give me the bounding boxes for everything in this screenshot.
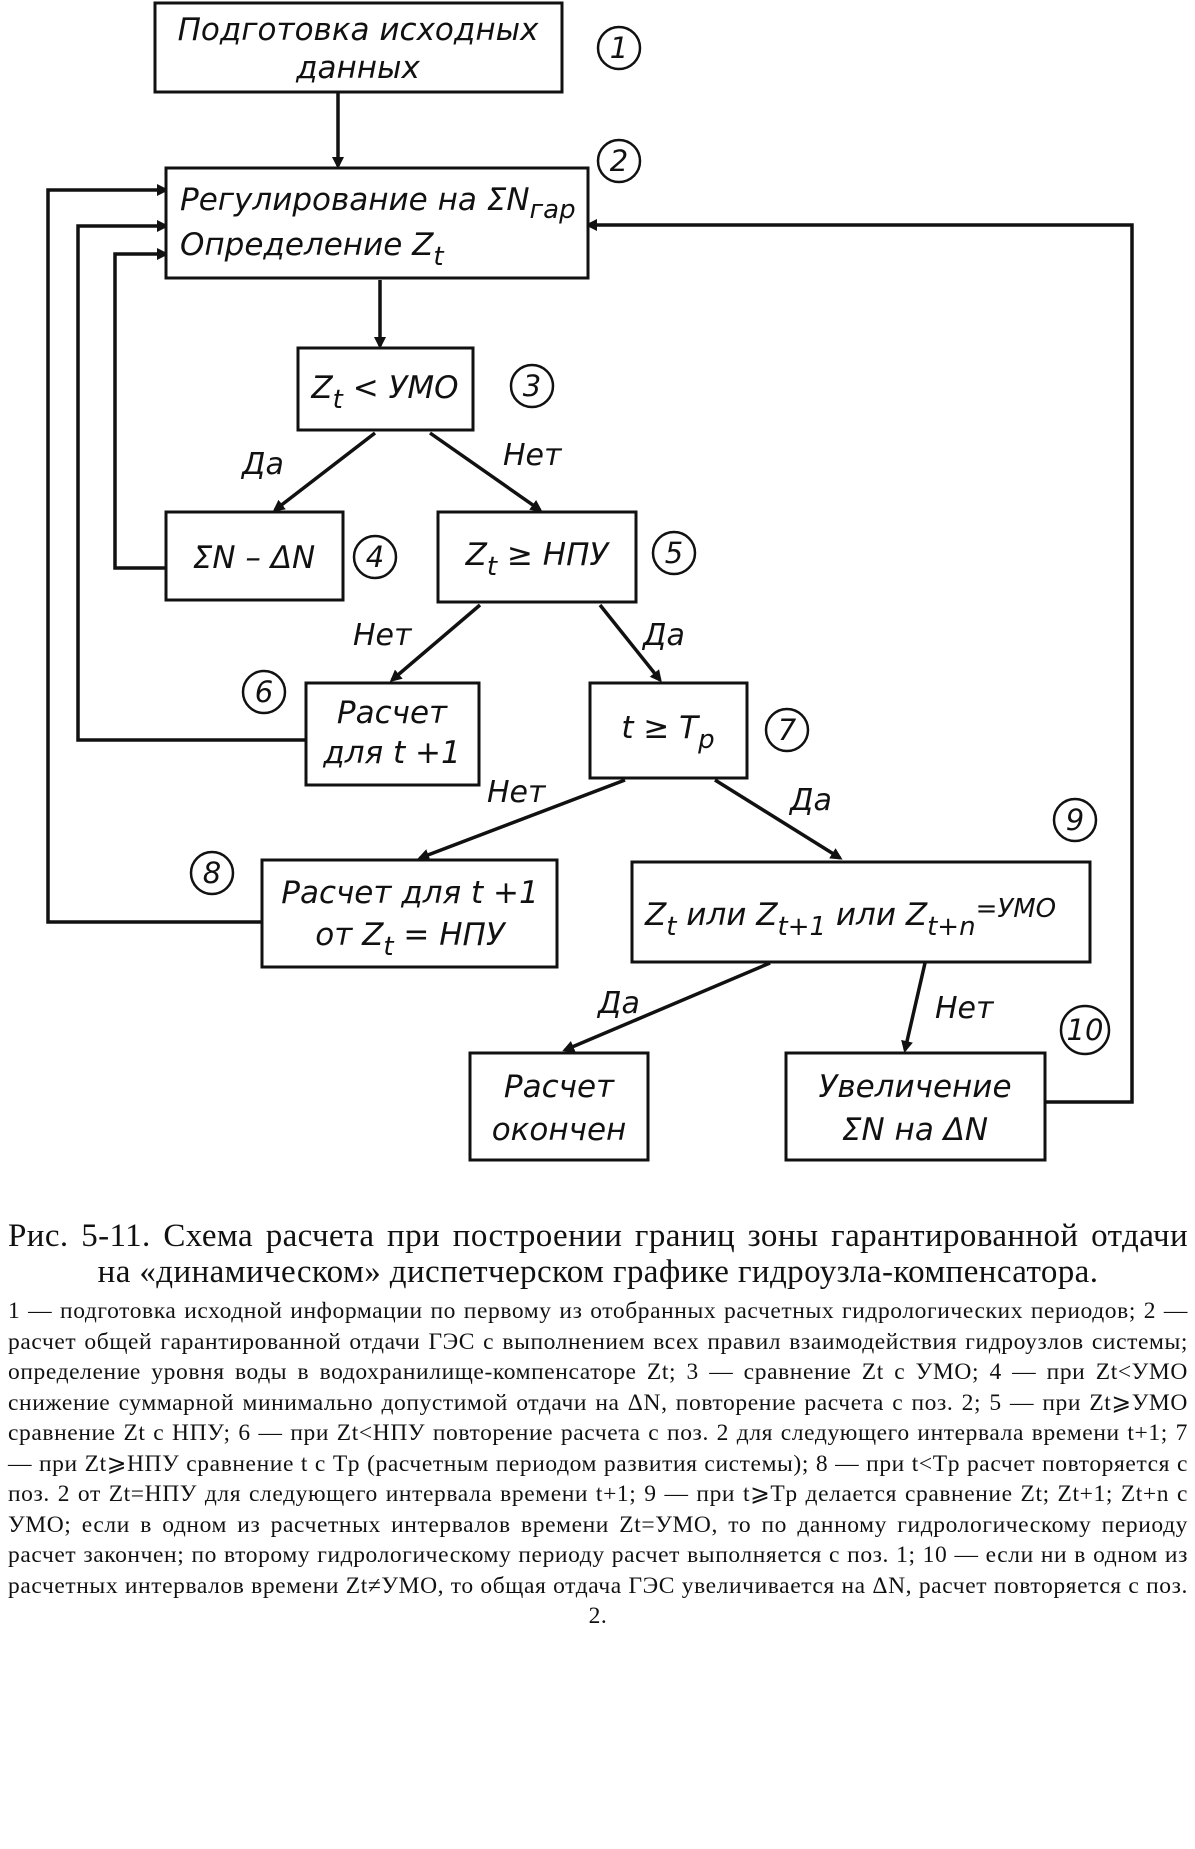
- svg-text:Расчет: Расчет: [337, 695, 448, 731]
- step-number-8: 8: [189, 850, 235, 896]
- node-compare-tp: t ≥ Tp: [588, 681, 749, 780]
- label-yes: Да: [641, 618, 685, 653]
- step-number-7: 7: [764, 707, 810, 753]
- svg-text:Подготовка исходных: Подготовка исходных: [178, 12, 540, 48]
- edge-5-6: [389, 603, 482, 682]
- edge-4-loop: [113, 248, 169, 570]
- svg-text:8: 8: [203, 856, 221, 890]
- node-regulation: Регулирование на ΣNгар Определение Zt: [164, 166, 590, 280]
- edge-3-4: [272, 431, 377, 512]
- svg-text:ΣN на ΔN: ΣN на ΔN: [842, 1112, 988, 1148]
- step-number-5: 5: [651, 530, 697, 576]
- step-number-2: 2: [596, 138, 642, 184]
- svg-text:Zt ≥ НПУ: Zt ≥ НПУ: [465, 537, 611, 582]
- edge-3-5: [428, 431, 543, 512]
- svg-text:Определение Zt: Определение Zt: [180, 227, 444, 272]
- step-number-9: 9: [1052, 797, 1098, 843]
- svg-text:для t +1: для t +1: [322, 735, 460, 771]
- svg-text:t ≥ Tp: t ≥ Tp: [621, 710, 714, 755]
- svg-text:Zt < УМО: Zt < УМО: [310, 370, 458, 415]
- flowchart: Да Нет Нет Да Нет Да Да Нет Подготовка и…: [46, 1, 1134, 1162]
- svg-text:от Zt = НПУ: от Zt = НПУ: [315, 917, 507, 962]
- svg-text:5: 5: [665, 536, 683, 570]
- svg-text:7: 7: [778, 713, 797, 747]
- edge-8-loop: [46, 184, 262, 924]
- figure-caption: Рис. 5-11. Схема расчета при построении …: [8, 1218, 1188, 1632]
- edge-9-end: [562, 961, 771, 1053]
- svg-text:Увеличение: Увеличение: [818, 1069, 1011, 1105]
- label-yes: Да: [596, 986, 640, 1021]
- edge-5-7: [598, 603, 662, 683]
- edge-7-9: [714, 778, 843, 860]
- svg-text:Расчет для t +1: Расчет для t +1: [281, 875, 539, 911]
- svg-text:3: 3: [523, 369, 541, 403]
- node-compare-npu: Zt ≥ НПУ: [436, 510, 638, 604]
- svg-text:данных: данных: [295, 50, 420, 86]
- step-number-4: 4: [352, 534, 398, 580]
- label-no: Нет: [487, 775, 547, 810]
- edge-labels: Да Нет Нет Да Нет Да Да Нет: [240, 438, 995, 1026]
- step-number-3: 3: [509, 363, 555, 409]
- edge-9-10: [901, 962, 927, 1053]
- connectors: [46, 92, 1134, 1104]
- node-calc-finished: Расчет окончен: [468, 1051, 650, 1162]
- svg-text:Регулирование на ΣNгар: Регулирование на ΣNгар: [180, 182, 576, 225]
- caption-title: Рис. 5-11. Схема расчета при построении …: [8, 1218, 1188, 1290]
- node-compare-all-umo: Zt или Zt+1 или Zt+n=УМО: [630, 860, 1092, 964]
- edge-10-loop: [585, 219, 1134, 1104]
- svg-text:4: 4: [366, 540, 384, 574]
- svg-text:10: 10: [1067, 1013, 1104, 1047]
- label-yes: Да: [240, 447, 284, 482]
- step-number-1: 1: [596, 25, 642, 71]
- edge-7-8: [417, 778, 626, 861]
- node-calc-next: Расчет для t +1: [304, 681, 481, 787]
- label-no: Нет: [353, 618, 413, 653]
- node-compare-umo: Zt < УМО: [296, 346, 475, 432]
- svg-text:Расчет: Расчет: [504, 1069, 615, 1105]
- svg-text:ΣN – ΔN: ΣN – ΔN: [193, 540, 315, 576]
- label-no: Нет: [935, 991, 995, 1026]
- svg-text:9: 9: [1066, 803, 1084, 837]
- node-increase-n: Увеличение ΣN на ΔN: [784, 1051, 1047, 1162]
- step-number-10: 10: [1059, 1004, 1111, 1056]
- svg-text:6: 6: [255, 675, 273, 709]
- svg-text:Zt или Zt+1 или Zt+n=УМО: Zt или Zt+1 или Zt+n=УМО: [644, 894, 1056, 942]
- label-yes: Да: [788, 783, 832, 818]
- svg-text:2: 2: [610, 144, 628, 178]
- node-calc-npu: Расчет для t +1 от Zt = НПУ: [260, 858, 559, 969]
- step-number-6: 6: [241, 669, 287, 715]
- node-prepare-data: Подготовка исходных данных: [153, 1, 564, 94]
- label-no: Нет: [503, 438, 563, 473]
- caption-legend: 1 — подготовка исходной информации по пе…: [8, 1298, 1188, 1629]
- svg-text:окончен: окончен: [492, 1112, 627, 1148]
- svg-text:1: 1: [610, 31, 628, 65]
- node-reduce-n: ΣN – ΔN: [164, 510, 345, 602]
- edge-6-loop: [76, 220, 306, 742]
